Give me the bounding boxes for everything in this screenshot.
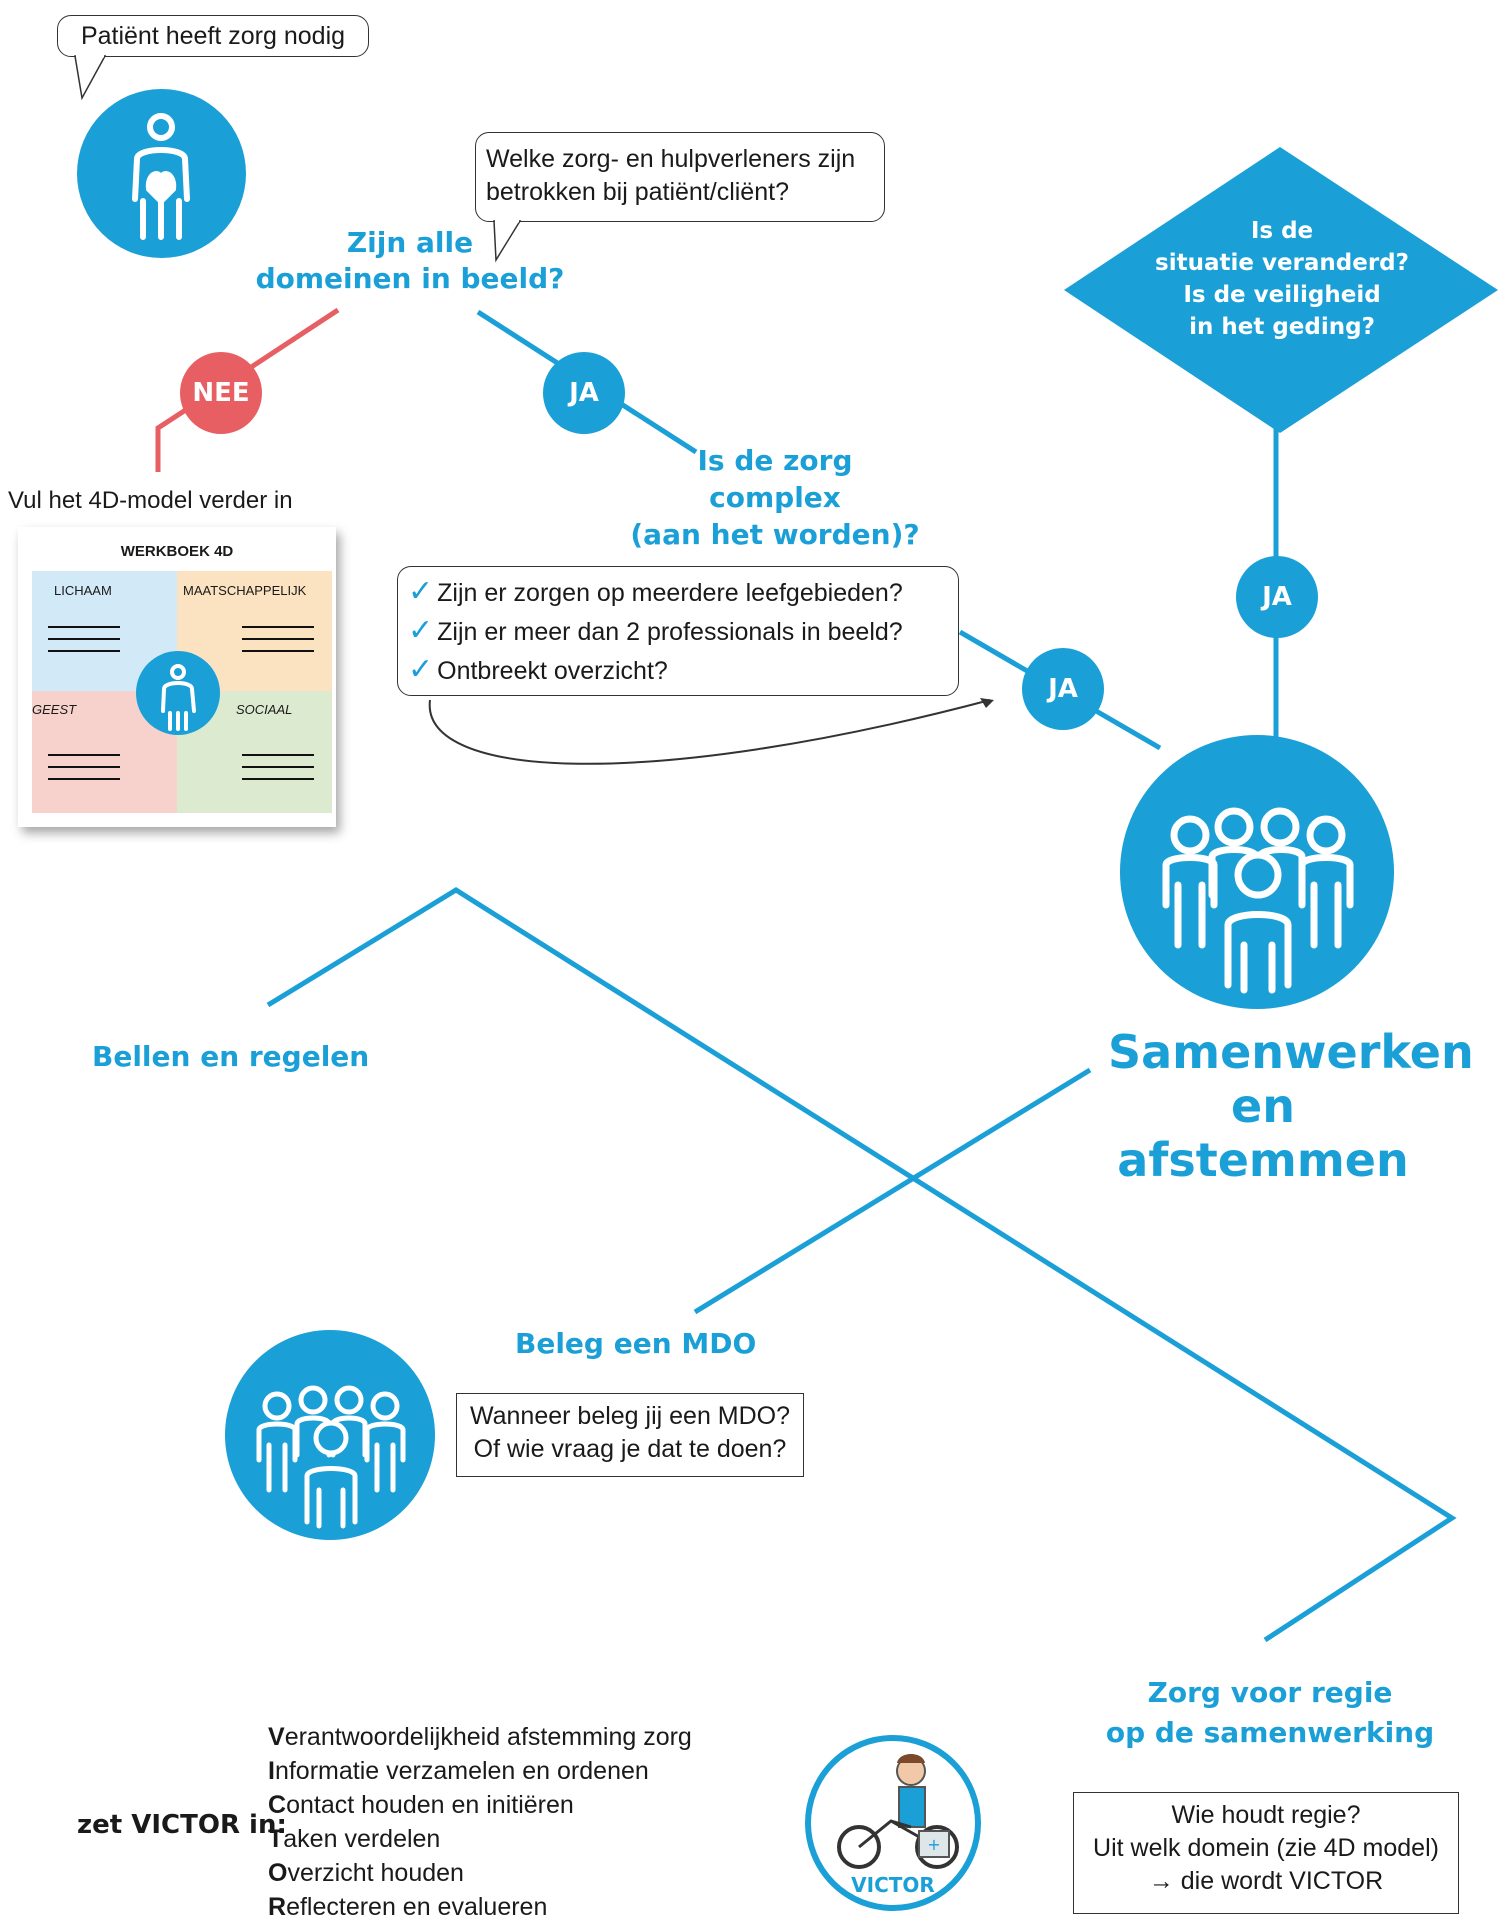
victor-line-t: Taken verdelen (268, 1822, 692, 1856)
victor-letter: I (268, 1757, 275, 1785)
ja-badge-domains: JA (543, 352, 625, 434)
fill-4d-text: Vul het 4D-model verder in (8, 487, 293, 514)
mdo-heading: Beleg een MDO (515, 1327, 757, 1360)
victor-letter: R (268, 1893, 287, 1921)
regie-heading: Zorg voor regie op de samenwerking (1100, 1673, 1440, 1753)
workbook-patient-icon (161, 664, 196, 731)
victor-badge-label: VICTOR (851, 1873, 935, 1897)
line-zigzag-big (266, 887, 1457, 1643)
checklist-item-text: Zijn er meer dan 2 professionals in beel… (437, 618, 903, 646)
samenwerken-line2: en afstemmen (1117, 1079, 1409, 1187)
victor-line-r: Reflecteren en evalueren (268, 1890, 692, 1924)
checklist-item: ✓Zijn er meer dan 2 professionals in bee… (408, 612, 948, 651)
mdo-team-icon (256, 1385, 406, 1529)
regie-line2: op de samenwerking (1105, 1716, 1435, 1749)
victor-line-o: Overzicht houden (268, 1856, 692, 1890)
regie-box-line3: → die wordt VICTOR (1148, 1867, 1384, 1895)
label-maatschappelijk: MAATSCHAPPELIJK (183, 583, 307, 598)
patient-bubble: Patiënt heeft zorg nodig (57, 15, 369, 57)
victor-list: Verantwoordelijkheid afstemming zorg Inf… (268, 1720, 692, 1924)
question-bubble-tail (493, 220, 522, 263)
diamond-line1: Is de (1250, 218, 1314, 244)
complex-question: Is de zorg complex (aan het worden)? (590, 442, 960, 553)
label-sociaal: SOCIAAL (236, 702, 293, 717)
victor-line-c: Contact houden en initiëren (268, 1788, 692, 1822)
samenwerken-heading: Samenwerken en afstemmen (1108, 1025, 1474, 1187)
workbook-4d: WERKBOEK 4D LICHAAM MAATSCHAPPELIJK GEES… (18, 527, 336, 827)
diamond-line3: Is de veiligheid (1183, 282, 1381, 308)
team-icon (1162, 807, 1354, 994)
regie-box: Wie houdt regie? Uit welk domein (zie 4D… (1073, 1792, 1459, 1914)
checklist-item-text: Ontbreekt overzicht? (437, 657, 668, 685)
mdo-box: Wanneer beleg jij een MDO? Of wie vraag … (456, 1393, 804, 1477)
domains-question: Zijn alle domeinen in beeld? (250, 225, 570, 297)
checklist-item-text: Zijn er zorgen op meerdere leefgebieden? (437, 579, 903, 607)
nee-badge: NEE (180, 352, 262, 434)
question-bubble-line1: Welke zorg- en hulpverleners zijn (486, 145, 856, 173)
victor-rest: ontact houden en initiëren (286, 1791, 574, 1819)
patient-circle (77, 89, 246, 258)
curved-arrow (428, 699, 991, 765)
victor-letter: O (268, 1859, 288, 1887)
complex-question-line3: (aan het worden)? (630, 518, 920, 551)
victor-letter: V (268, 1723, 285, 1751)
team-circle (1120, 735, 1394, 1009)
workbook-lines (48, 626, 314, 780)
victor-letter: T (268, 1825, 284, 1853)
regie-line1: Zorg voor regie (1147, 1676, 1393, 1709)
mdo-box-line1: Wanneer beleg jij een MDO? (469, 1402, 791, 1430)
ja-badge-diamond: JA (1236, 556, 1318, 638)
regie-box-line1: Wie houdt regie? (1171, 1801, 1361, 1829)
question-bubble-line2: betrokken bij patiënt/cliënt? (486, 178, 789, 206)
samenwerken-line1: Samenwerken (1108, 1025, 1474, 1079)
mdo-team-circle (225, 1330, 435, 1540)
diamond-shape (1064, 147, 1498, 433)
diamond-text: Is de situatie veranderd? Is de veilighe… (1122, 215, 1442, 343)
bubble-tail (74, 54, 107, 101)
victor-rest: aken verdelen (283, 1825, 441, 1853)
victor-badge: + VICTOR (805, 1735, 981, 1911)
victor-rest: erantwoordelijkheid afstemming zorg (284, 1723, 692, 1751)
complex-question-line2: complex (709, 481, 841, 514)
victor-cyclist-icon: + (837, 1754, 959, 1869)
bellen-heading: Bellen en regelen (92, 1040, 370, 1073)
label-lichaam: LICHAAM (54, 583, 112, 598)
victor-intro: zet VICTOR in: (77, 1810, 287, 1840)
victor-line-v: Verantwoordelijkheid afstemming zorg (268, 1720, 692, 1754)
check-icon: ✓ (408, 575, 434, 608)
patient-figure-icon (132, 113, 190, 240)
patient-bubble-text: Patiënt heeft zorg nodig (80, 22, 346, 50)
label-geest: GEEST (32, 702, 77, 717)
checklist-item: ✓Zijn er zorgen op meerdere leefgebieden… (408, 573, 948, 612)
arrow-head (980, 698, 994, 708)
check-icon: ✓ (408, 653, 434, 686)
victor-rest: verzicht houden (287, 1859, 464, 1887)
victor-rest: eflecteren en evalueren (286, 1893, 548, 1921)
question-bubble: Welke zorg- en hulpverleners zijn betrok… (475, 132, 885, 222)
mdo-box-line2: Of wie vraag je dat te doen? (473, 1435, 787, 1463)
domains-question-line1: Zijn alle (346, 226, 474, 259)
svg-text:+: + (927, 1835, 940, 1854)
ja-badge-checklist: JA (1022, 648, 1104, 730)
victor-line-i: Informatie verzamelen en ordenen (268, 1754, 692, 1788)
line-samenwerken-to-mdo (693, 1067, 1092, 1315)
regie-box-line2: Uit welk domein (zie 4D model) (1093, 1834, 1439, 1862)
checklist-item: ✓Ontbreekt overzicht? (408, 651, 948, 690)
diamond-line2: situatie veranderd? (1155, 250, 1409, 276)
victor-letter: C (268, 1791, 287, 1819)
workbook-title: WERKBOEK 4D (120, 543, 234, 560)
check-icon: ✓ (408, 614, 434, 647)
domains-question-line2: domeinen in beeld? (255, 262, 565, 295)
victor-rest: nformatie verzamelen en ordenen (274, 1757, 649, 1785)
checklist-box: ✓Zijn er zorgen op meerdere leefgebieden… (397, 566, 959, 696)
complex-question-line1: Is de zorg (697, 444, 853, 477)
diamond-line4: in het geding? (1189, 314, 1375, 340)
